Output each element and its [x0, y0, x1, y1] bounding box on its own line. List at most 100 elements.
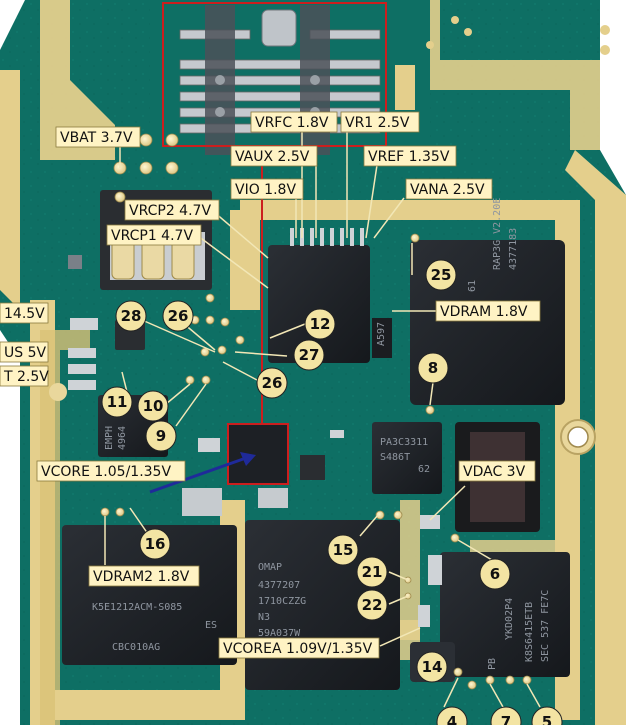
test-point-marker — [479, 558, 511, 590]
test-point-26: 26 — [256, 367, 288, 399]
test-point-10: 10 — [137, 390, 169, 422]
test-point-number: 5 — [542, 713, 552, 725]
test-point-marker — [101, 386, 133, 418]
voltage-label-text: VRFC 1.8V — [255, 115, 329, 131]
test-pads — [100, 133, 532, 690]
test-point-marker — [425, 259, 457, 291]
voltage-label-v145: 14.5V — [0, 302, 49, 324]
voltage-label-text: VRCP1 4.7V — [111, 228, 193, 244]
voltage-label-box — [405, 178, 493, 200]
voltage-label-text: VAUX 2.5V — [235, 149, 310, 165]
voltage-label-text: VREF 1.35V — [368, 149, 450, 165]
voltage-label-vrcp2: VRCP2 4.7V — [124, 199, 220, 221]
voltage-label-vt25: T 2.5V — [0, 365, 49, 387]
voltage-label-box — [36, 460, 186, 482]
voltage-label-vrfc: VRFC 1.8V — [250, 111, 338, 133]
test-point-number: 4 — [447, 713, 457, 725]
voltage-label-vdac: VDAC 3V — [458, 460, 536, 482]
voltage-label-text: VDAC 3V — [463, 464, 526, 480]
voltage-label-vbat: VBAT 3.7V — [55, 126, 141, 148]
test-point-number: 27 — [299, 346, 320, 364]
voltage-label-vref: VREF 1.35V — [363, 145, 457, 167]
voltage-label-box — [106, 224, 202, 246]
test-point-number: 14 — [422, 658, 443, 676]
test-point-number: 25 — [431, 266, 452, 284]
test-point-4: 4 — [436, 706, 468, 725]
test-point-25: 25 — [425, 259, 457, 291]
test-point-number: 15 — [333, 541, 354, 559]
voltage-label-vcorea: VCOREA 1.09V/1.35V — [218, 637, 380, 659]
vcore-regulator-chip — [227, 423, 289, 485]
vcore-arrow — [149, 452, 256, 494]
svg-text:SEC 537 FE7C: SEC 537 FE7C — [540, 590, 551, 662]
voltage-label-vaux: VAUX 2.5V — [230, 145, 318, 167]
voltage-label-vr1: VR1 2.5V — [340, 111, 420, 133]
voltage-label-text: VR1 2.5V — [345, 115, 410, 131]
voltage-label-text: VCOREA 1.09V/1.35V — [223, 641, 373, 657]
voltage-label-text: US 5V — [4, 345, 46, 361]
test-point-marker — [356, 589, 388, 621]
leader-lines — [104, 132, 541, 708]
test-point-27: 27 — [293, 339, 325, 371]
test-point-12: 12 — [304, 308, 336, 340]
voltage-label-box — [88, 565, 200, 587]
test-point-number: 16 — [145, 535, 166, 553]
svg-text:4377207: 4377207 — [258, 580, 300, 591]
test-point-marker — [256, 367, 288, 399]
voltage-label-vdram: VDRAM 1.8V — [435, 300, 541, 322]
svg-text:A597: A597 — [376, 322, 387, 346]
svg-text:PA3C3311: PA3C3311 — [380, 437, 428, 448]
test-point-marker — [356, 556, 388, 588]
connector-top — [150, 0, 430, 160]
voltage-label-text: VDRAM2 1.8V — [93, 569, 190, 585]
test-point-marker — [436, 706, 468, 725]
voltage-label-vdram2: VDRAM2 1.8V — [88, 565, 200, 587]
voltage-label-box — [250, 111, 338, 133]
test-point-marker — [531, 706, 563, 725]
voltage-label-box — [458, 460, 536, 482]
voltage-label-box — [0, 365, 49, 387]
test-point-8: 8 — [417, 352, 449, 384]
test-point-marker — [115, 300, 147, 332]
test-point-number: 10 — [143, 397, 164, 415]
svg-text:PB: PB — [487, 658, 498, 670]
test-point-marker — [293, 339, 325, 371]
svg-text:1710CZZG: 1710CZZG — [258, 596, 306, 607]
voltage-label-box — [0, 302, 49, 324]
test-point-15: 15 — [327, 534, 359, 566]
test-point-26: 26 — [162, 300, 194, 332]
voltage-label-box — [124, 199, 220, 221]
test-point-22: 22 — [356, 589, 388, 621]
svg-text:61: 61 — [467, 280, 478, 292]
test-point-number: 6 — [490, 565, 500, 583]
test-point-number: 12 — [310, 315, 331, 333]
test-point-11: 11 — [101, 386, 133, 418]
voltage-label-text: 14.5V — [4, 306, 45, 322]
test-point-6: 6 — [479, 558, 511, 590]
voltage-label-box — [230, 145, 318, 167]
test-point-marker — [490, 706, 522, 725]
voltage-label-box — [435, 300, 541, 322]
test-point-number: 9 — [156, 427, 166, 445]
test-point-marker — [304, 308, 336, 340]
test-point-marker — [416, 651, 448, 683]
svg-text:S486T: S486T — [380, 452, 410, 463]
svg-text:EMPH: EMPH — [104, 426, 115, 450]
voltage-label-text: VANA 2.5V — [410, 182, 485, 198]
svg-text:62: 62 — [418, 464, 430, 475]
voltage-label-text: VCORE 1.05/1.35V — [41, 464, 171, 480]
test-point-number: 11 — [107, 393, 128, 411]
voltage-label-box — [340, 111, 420, 133]
voltage-label-vana: VANA 2.5V — [405, 178, 493, 200]
svg-text:CBC010AG: CBC010AG — [112, 642, 160, 653]
svg-text:RAP3G V2.20E: RAP3G V2.20E — [492, 198, 503, 270]
voltage-label-vcore: VCORE 1.05/1.35V — [36, 460, 186, 482]
voltage-label-text: VIO 1.8V — [235, 182, 296, 198]
voltage-label-vrcp1: VRCP1 4.7V — [106, 224, 202, 246]
test-point-marker — [327, 534, 359, 566]
voltage-label-text: VDRAM 1.8V — [440, 304, 528, 320]
svg-text:4964: 4964 — [117, 426, 128, 450]
sec-chip-right: SEC 537 FE7C K8S6415ETB YKD02P4 PB — [440, 552, 570, 677]
